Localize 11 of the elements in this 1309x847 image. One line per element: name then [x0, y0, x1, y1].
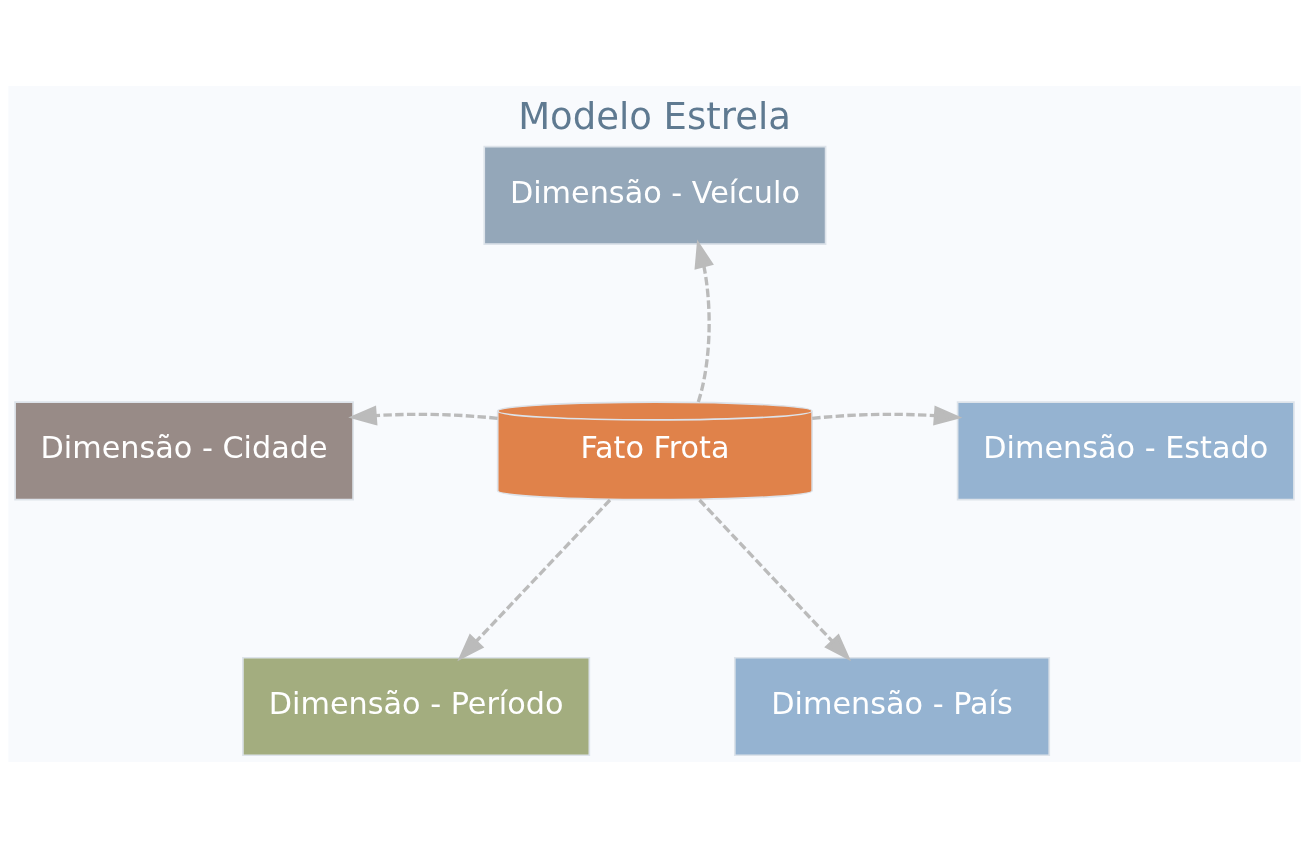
arrow — [698, 498, 852, 661]
node-box: Dimensão - Período — [242, 656, 591, 756]
node-box: Dimensão - Cidade — [14, 400, 354, 500]
diagram-title: Modelo Estrela — [518, 94, 791, 138]
node-box: Dimensão - País — [733, 656, 1051, 756]
arrow — [694, 239, 714, 402]
arrow — [457, 498, 612, 661]
arrow — [812, 405, 963, 426]
arrow — [348, 405, 498, 425]
node-box: Dimensão - Veículo — [483, 145, 827, 245]
node-box: Dimensão - Estado — [956, 400, 1295, 500]
